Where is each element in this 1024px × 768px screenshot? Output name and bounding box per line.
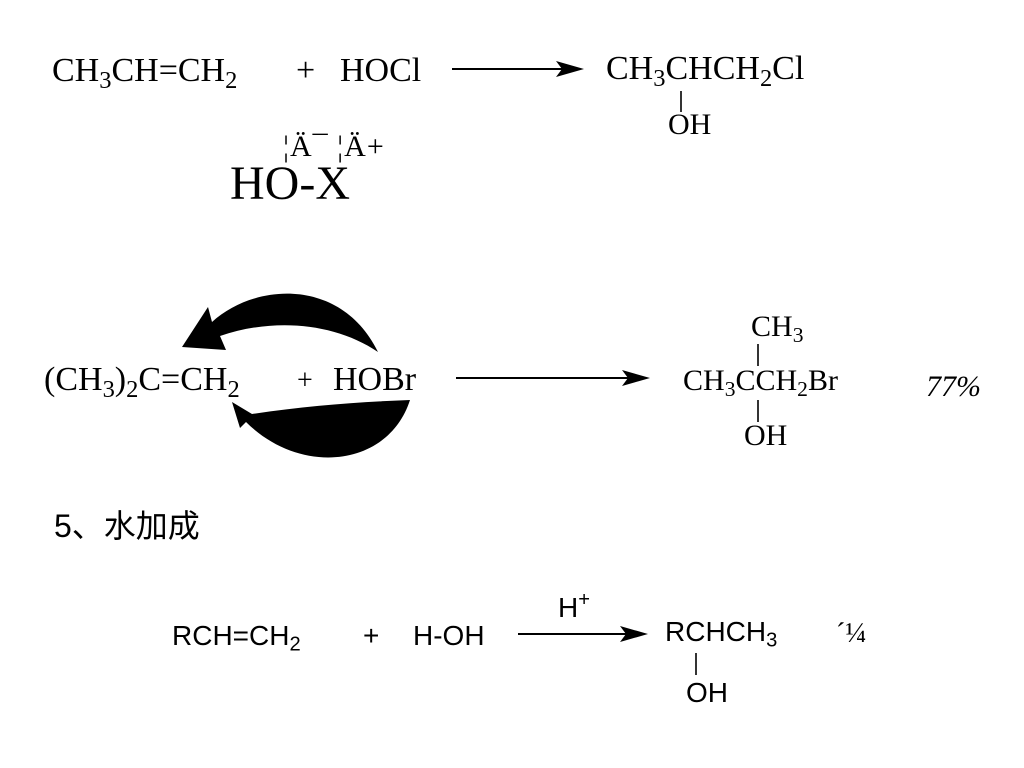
reaction2-reagent-hobr: HOBr [333,361,417,398]
reaction3-plus-sign: + [363,620,380,651]
reaction3-reactant-alkene: RCH=CH2 [172,620,301,656]
reaction1-product-hydroxyl: OH [668,108,712,141]
reaction1-arrow [452,61,584,77]
reaction1-plus-sign: + [296,52,316,89]
reaction2-product-methyl: CH3 [751,310,804,348]
reaction2-plus-sign: + [297,365,313,396]
reaction1-product: CH3CHCH2Cl [606,50,805,92]
section-heading-water-addition: 5、水加成 [54,508,200,544]
curved-arrow-lower-icon [232,400,410,458]
reaction2-yield: 77% [926,370,981,403]
reaction3-product-hydroxyl: OH [686,677,728,708]
reaction1-reactant-propene: CH3CH=CH2 [52,52,238,94]
reaction2-product: CH3CCH2Br [683,364,838,402]
reaction2-arrow [456,370,650,386]
reaction3-note: ´¼ [836,618,867,649]
reaction3-arrow [518,626,648,642]
reaction3-product: RCHCH3 [665,616,778,652]
reaction3-catalyst-proton: H+ [558,588,591,623]
reaction1-reagent-hocl: HOCl [340,52,422,89]
reaction2-reactant-isobutylene: (CH3)2C=CH2 [44,361,240,403]
partial-charge-annotation: ¦Ä¯ ¦Ä+ [283,130,385,163]
hypohalous-acid-formula: HO-X [230,157,350,210]
reaction3-reagent-water: H-OH [413,620,485,651]
curved-arrow-upper-icon [182,293,378,352]
reaction2-product-hydroxyl: OH [744,419,788,452]
